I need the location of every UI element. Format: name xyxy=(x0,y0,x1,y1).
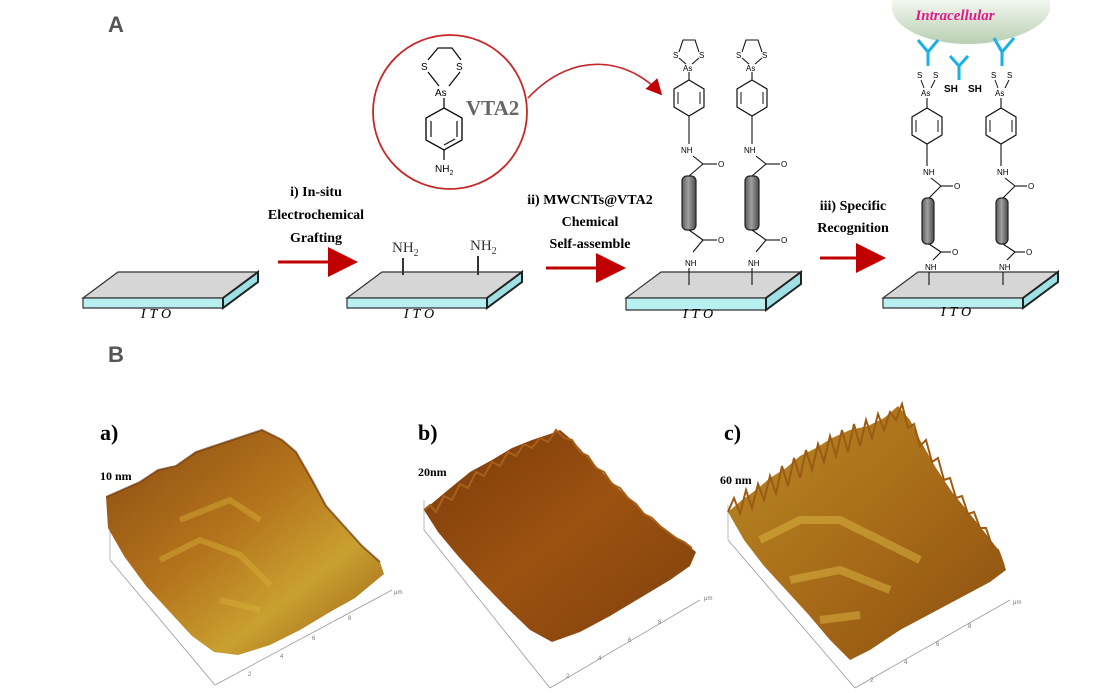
nh2-group-1: NH2 xyxy=(392,240,419,259)
step-1-text: i) In-situ Electrochemical Grafting xyxy=(268,185,364,246)
svg-text:O: O xyxy=(952,248,958,257)
bound-chain-1: S S As NH O O NH xyxy=(911,71,960,285)
ito-label: ITO xyxy=(140,307,175,322)
svg-text:O: O xyxy=(781,236,787,245)
ito-substrate-bare: ITO xyxy=(81,270,260,322)
afm-b-zlabel: 20nm xyxy=(418,465,447,479)
ito-substrate-mwcnt: ITO xyxy=(624,270,803,322)
sh-label-1: SH xyxy=(944,84,958,95)
svg-text:μm: μm xyxy=(704,596,712,602)
svg-text:ITO: ITO xyxy=(940,305,975,320)
afm-image-a: a) 10 nm μm 8 6 4 2 xyxy=(100,420,402,686)
receptor-antibodies xyxy=(916,37,1016,80)
vta2-mwcnt-chain-2: S S As NH O O NH xyxy=(736,39,787,285)
ito-substrate-recognition: ITO xyxy=(881,270,1060,320)
svg-text:O: O xyxy=(954,182,960,191)
svg-text:NH: NH xyxy=(923,168,935,177)
svg-text:8: 8 xyxy=(348,616,352,622)
svg-text:As: As xyxy=(683,64,692,73)
vta2-molecule-callout: S S As NH2 VTA2 xyxy=(372,34,528,190)
svg-text:S: S xyxy=(699,51,704,60)
svg-text:i) In-situ: i) In-situ xyxy=(290,185,342,200)
svg-text:μm: μm xyxy=(1013,600,1021,606)
svg-text:8: 8 xyxy=(968,624,972,630)
bound-chain-2: S S As NH O O NH xyxy=(985,71,1034,285)
svg-text:S: S xyxy=(673,51,678,60)
intracellular-label: Intracellular xyxy=(914,8,994,24)
svg-text:μm: μm xyxy=(394,590,402,596)
svg-text:S: S xyxy=(736,51,741,60)
svg-text:ITO: ITO xyxy=(682,307,717,322)
svg-text:6: 6 xyxy=(936,642,940,648)
afm-image-b: b) 20nm μm 8 6 4 2 xyxy=(418,420,712,689)
svg-text:6: 6 xyxy=(312,636,316,642)
afm-b-tag: b) xyxy=(418,420,438,445)
svg-text:O: O xyxy=(781,160,787,169)
afm-a-tag: a) xyxy=(100,420,118,445)
svg-text:O: O xyxy=(718,236,724,245)
svg-text:NH: NH xyxy=(748,259,760,268)
svg-text:S: S xyxy=(421,62,428,73)
svg-text:NH: NH xyxy=(999,263,1011,272)
svg-text:2: 2 xyxy=(248,672,252,678)
svg-text:2: 2 xyxy=(870,678,874,684)
svg-text:NH2: NH2 xyxy=(435,164,453,177)
svg-text:S: S xyxy=(456,62,463,73)
svg-text:As: As xyxy=(921,89,930,98)
vta2-label: VTA2 xyxy=(466,96,519,120)
svg-text:4: 4 xyxy=(904,660,908,666)
svg-text:NH: NH xyxy=(925,263,937,272)
step-2-text: ii) MWCNTs@VTA2 Chemical Self-assemble xyxy=(527,193,652,252)
svg-text:Self-assemble: Self-assemble xyxy=(550,237,631,252)
ito-substrate-amine: ITO NH2 NH2 xyxy=(345,238,524,322)
svg-text:NH: NH xyxy=(744,146,756,155)
svg-text:NH: NH xyxy=(997,168,1009,177)
step-3-text: iii) Specific Recognition xyxy=(817,199,889,236)
panel-b-label: B xyxy=(108,342,124,367)
svg-text:NH: NH xyxy=(681,146,693,155)
svg-text:4: 4 xyxy=(280,654,284,660)
svg-text:S: S xyxy=(991,71,996,80)
vta2-curved-arrow xyxy=(527,63,663,99)
svg-text:Electrochemical: Electrochemical xyxy=(268,208,364,223)
svg-text:ITO: ITO xyxy=(403,307,438,322)
svg-text:NH: NH xyxy=(685,259,697,268)
sh-label-2: SH xyxy=(968,84,982,95)
svg-text:6: 6 xyxy=(628,638,632,644)
svg-text:As: As xyxy=(995,89,1004,98)
svg-text:iii) Specific: iii) Specific xyxy=(820,199,887,214)
svg-text:As: As xyxy=(435,88,447,99)
intracellular-membrane: Intracellular xyxy=(892,0,1050,44)
svg-text:O: O xyxy=(1026,248,1032,257)
svg-text:S: S xyxy=(762,51,767,60)
svg-text:Chemical: Chemical xyxy=(562,215,619,230)
vta2-mwcnt-chain-1: S S As NH O O NH xyxy=(673,39,724,285)
afm-a-zlabel: 10 nm xyxy=(100,469,132,483)
svg-text:O: O xyxy=(1028,182,1034,191)
afm-image-c: c) 60 nm μm 8 6 4 2 xyxy=(720,400,1021,689)
svg-text:S: S xyxy=(917,71,922,80)
nh2-group-2: NH2 xyxy=(470,238,497,257)
svg-text:2: 2 xyxy=(566,674,570,680)
svg-text:O: O xyxy=(718,160,724,169)
svg-text:Recognition: Recognition xyxy=(817,221,889,236)
afm-c-zlabel: 60 nm xyxy=(720,473,752,487)
svg-text:As: As xyxy=(746,64,755,73)
svg-text:4: 4 xyxy=(598,656,602,662)
svg-text:ii) MWCNTs@VTA2: ii) MWCNTs@VTA2 xyxy=(527,193,652,208)
svg-text:8: 8 xyxy=(658,620,662,626)
svg-text:S: S xyxy=(933,71,938,80)
afm-c-tag: c) xyxy=(724,420,741,445)
svg-text:Grafting: Grafting xyxy=(290,231,342,246)
panel-a-label: A xyxy=(108,12,124,37)
svg-text:S: S xyxy=(1007,71,1012,80)
